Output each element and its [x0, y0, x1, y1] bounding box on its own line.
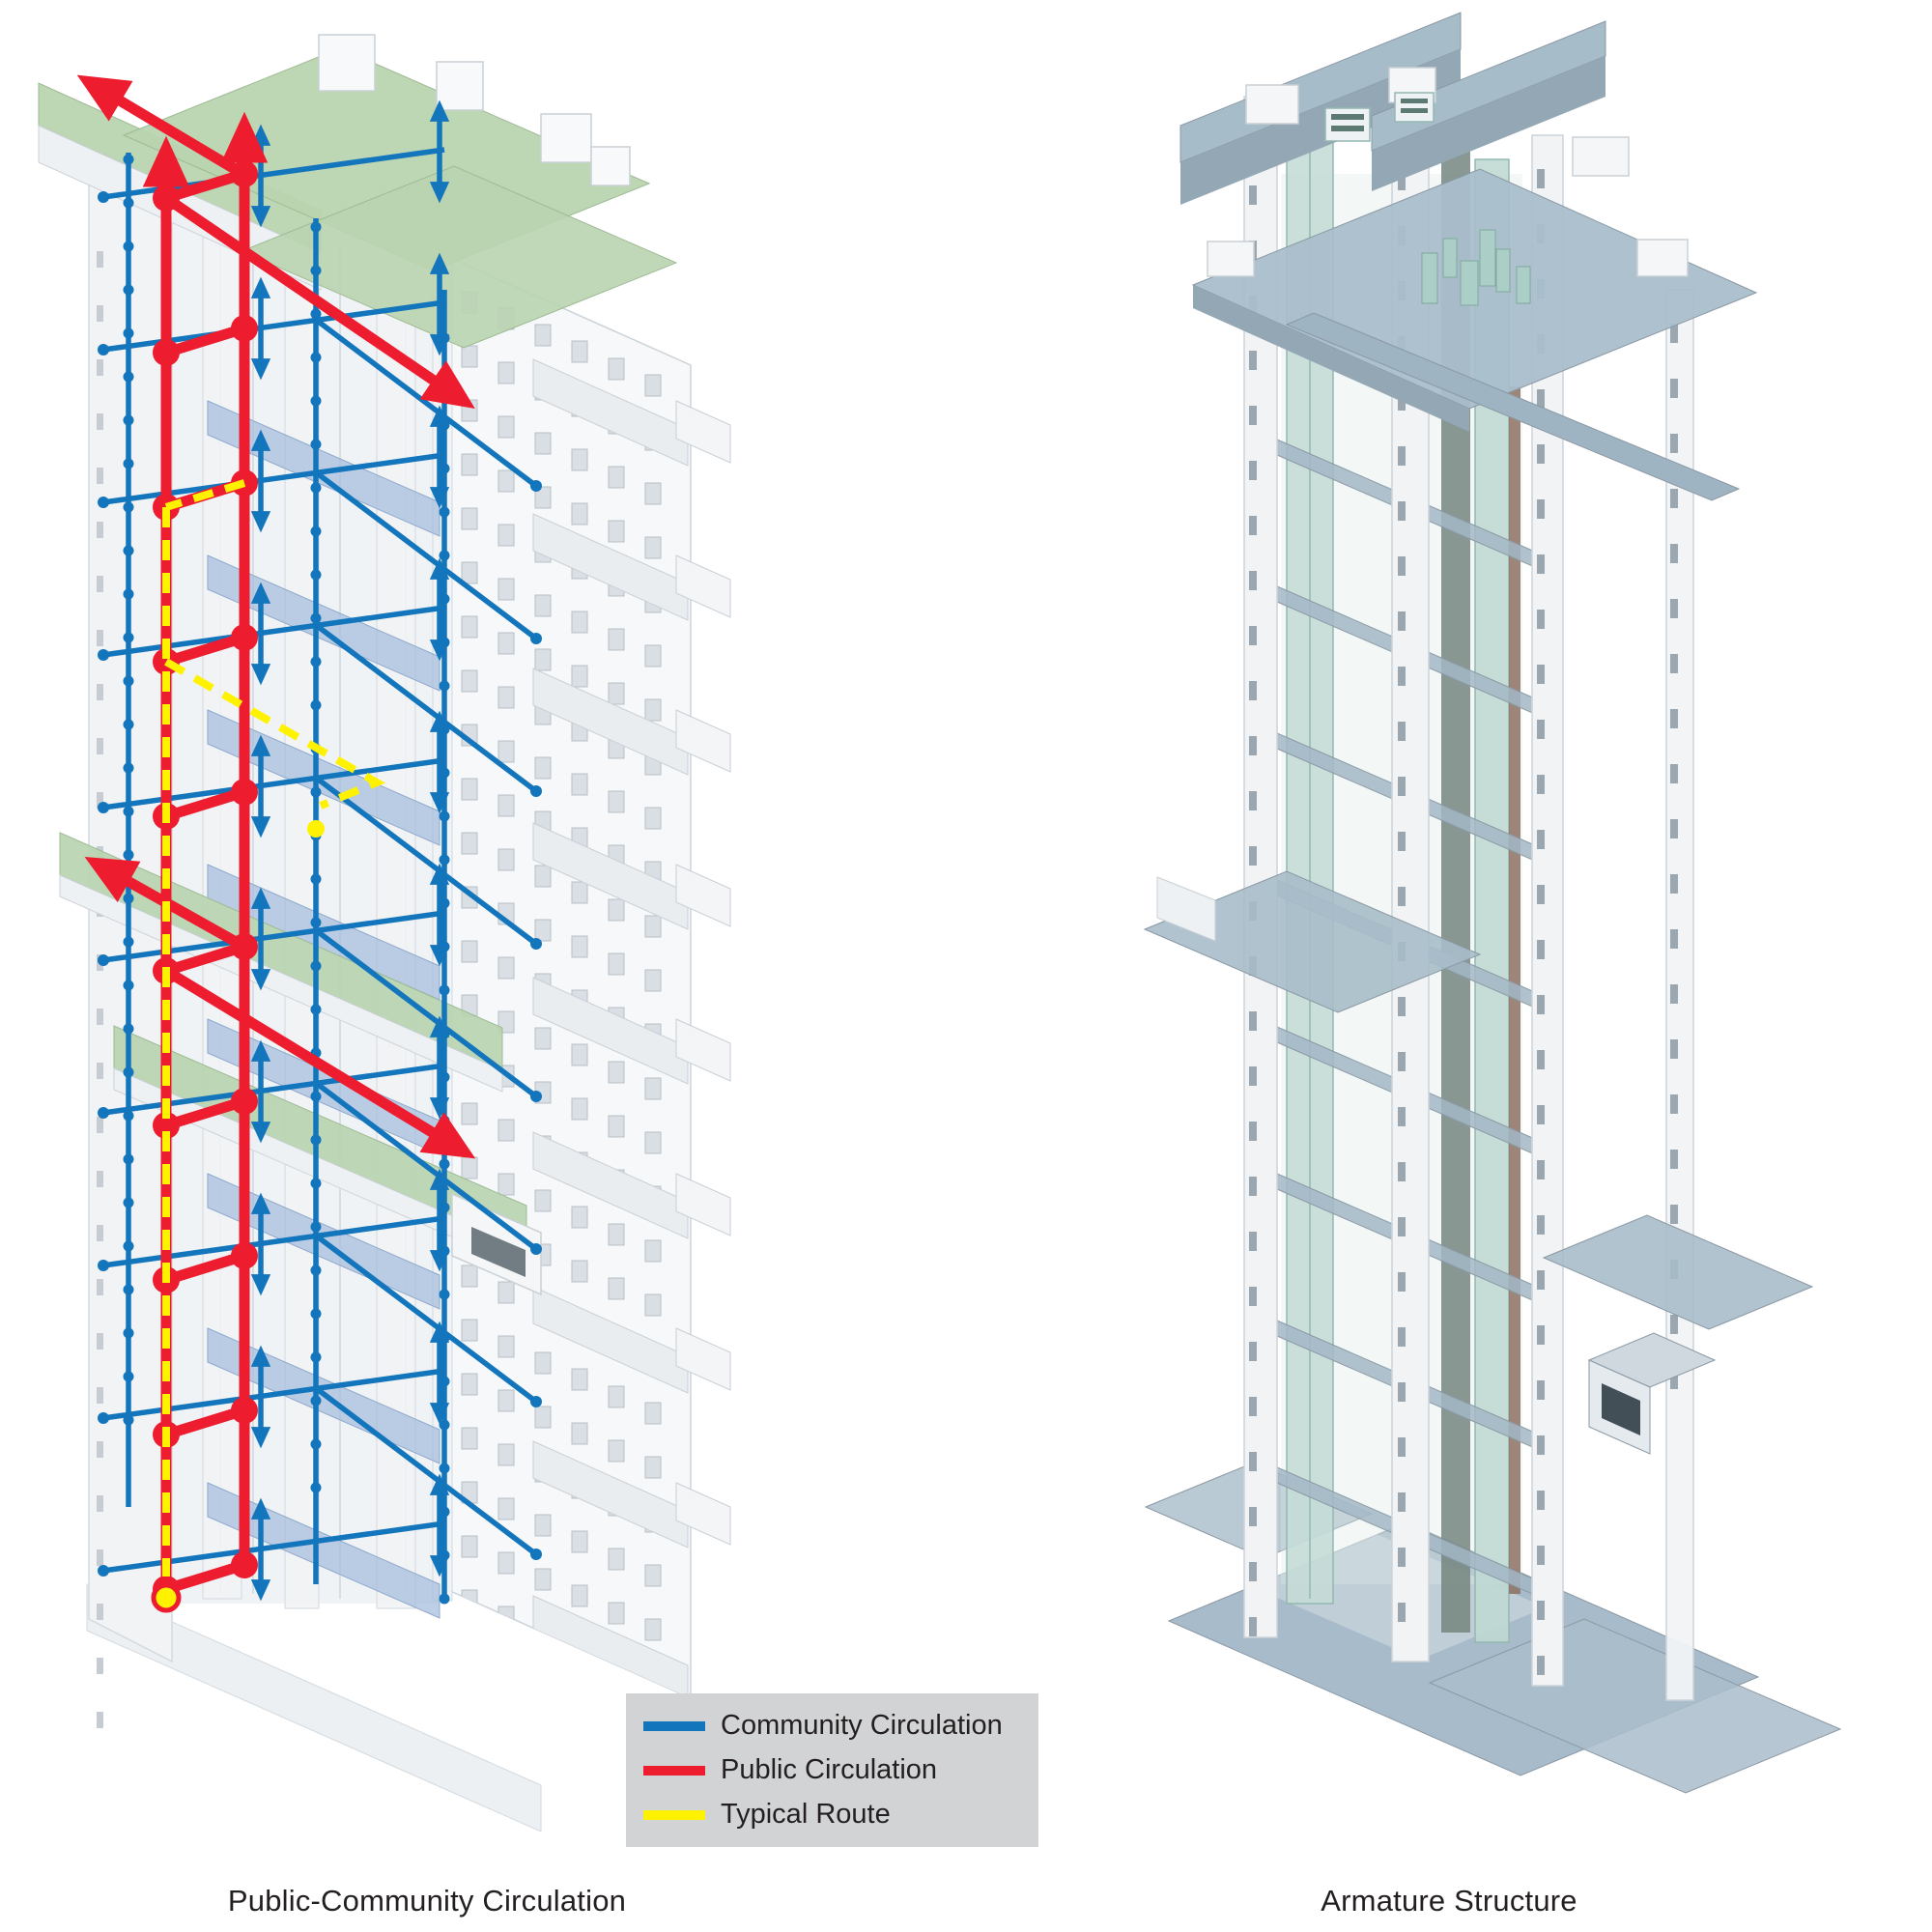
public-circulation-route — [76, 74, 476, 1603]
community-circulation-network — [98, 108, 542, 1605]
armature-wing-decks — [1143, 870, 1814, 1455]
elevator-machine-boxes — [1324, 92, 1435, 142]
right-tower — [1143, 12, 1842, 1794]
legend-item-community: Community Circulation — [643, 1710, 1038, 1742]
legend-box: Community Circulation Public Circulation… — [626, 1693, 1038, 1847]
typical-route-branch — [164, 658, 386, 810]
public-entry-arrow-mid-right — [163, 966, 476, 1159]
caption-public-community-circulation: Public-Community Circulation — [227, 1884, 627, 1918]
public-exit-arrow-mid-left — [84, 856, 247, 952]
west-wing-deck — [1143, 870, 1482, 1013]
legend-label-typical: Typical Route — [721, 1799, 891, 1830]
community-line-swatch — [643, 1720, 705, 1731]
legend-item-public: Public Circulation — [643, 1754, 1038, 1786]
left-tower-facade — [439, 251, 731, 1700]
typical-route-rung — [164, 479, 246, 511]
caption-armature-structure: Armature Structure — [1321, 1884, 1577, 1918]
legend-label-community: Community Circulation — [721, 1710, 1003, 1741]
left-tower — [38, 34, 731, 1833]
armature-top-decks — [1179, 12, 1758, 501]
public-entry-arrow-top-right — [162, 193, 475, 410]
typical-route-start-marker — [151, 1582, 182, 1613]
public-line-swatch — [643, 1765, 705, 1776]
left-tower-base-slab — [86, 1583, 542, 1833]
legend-label-public: Public Circulation — [721, 1754, 938, 1785]
duct-outlet-box — [1587, 1332, 1717, 1455]
typical-route-swatch — [643, 1809, 705, 1820]
public-exit-arrow-top-left — [76, 74, 247, 180]
roof-parapet-boxes — [318, 34, 631, 186]
rooftop-boxes — [1207, 67, 1689, 277]
deck-end-box — [451, 1192, 542, 1296]
east-wing-deck — [1542, 1214, 1814, 1330]
typical-route-unit-dot — [307, 820, 325, 838]
legend-item-typical: Typical Route — [643, 1799, 1038, 1831]
armature-column-rear — [1665, 289, 1694, 1701]
roof-garden-lower — [240, 165, 678, 349]
glass-finials — [1421, 229, 1531, 306]
typical-route — [151, 479, 386, 1613]
